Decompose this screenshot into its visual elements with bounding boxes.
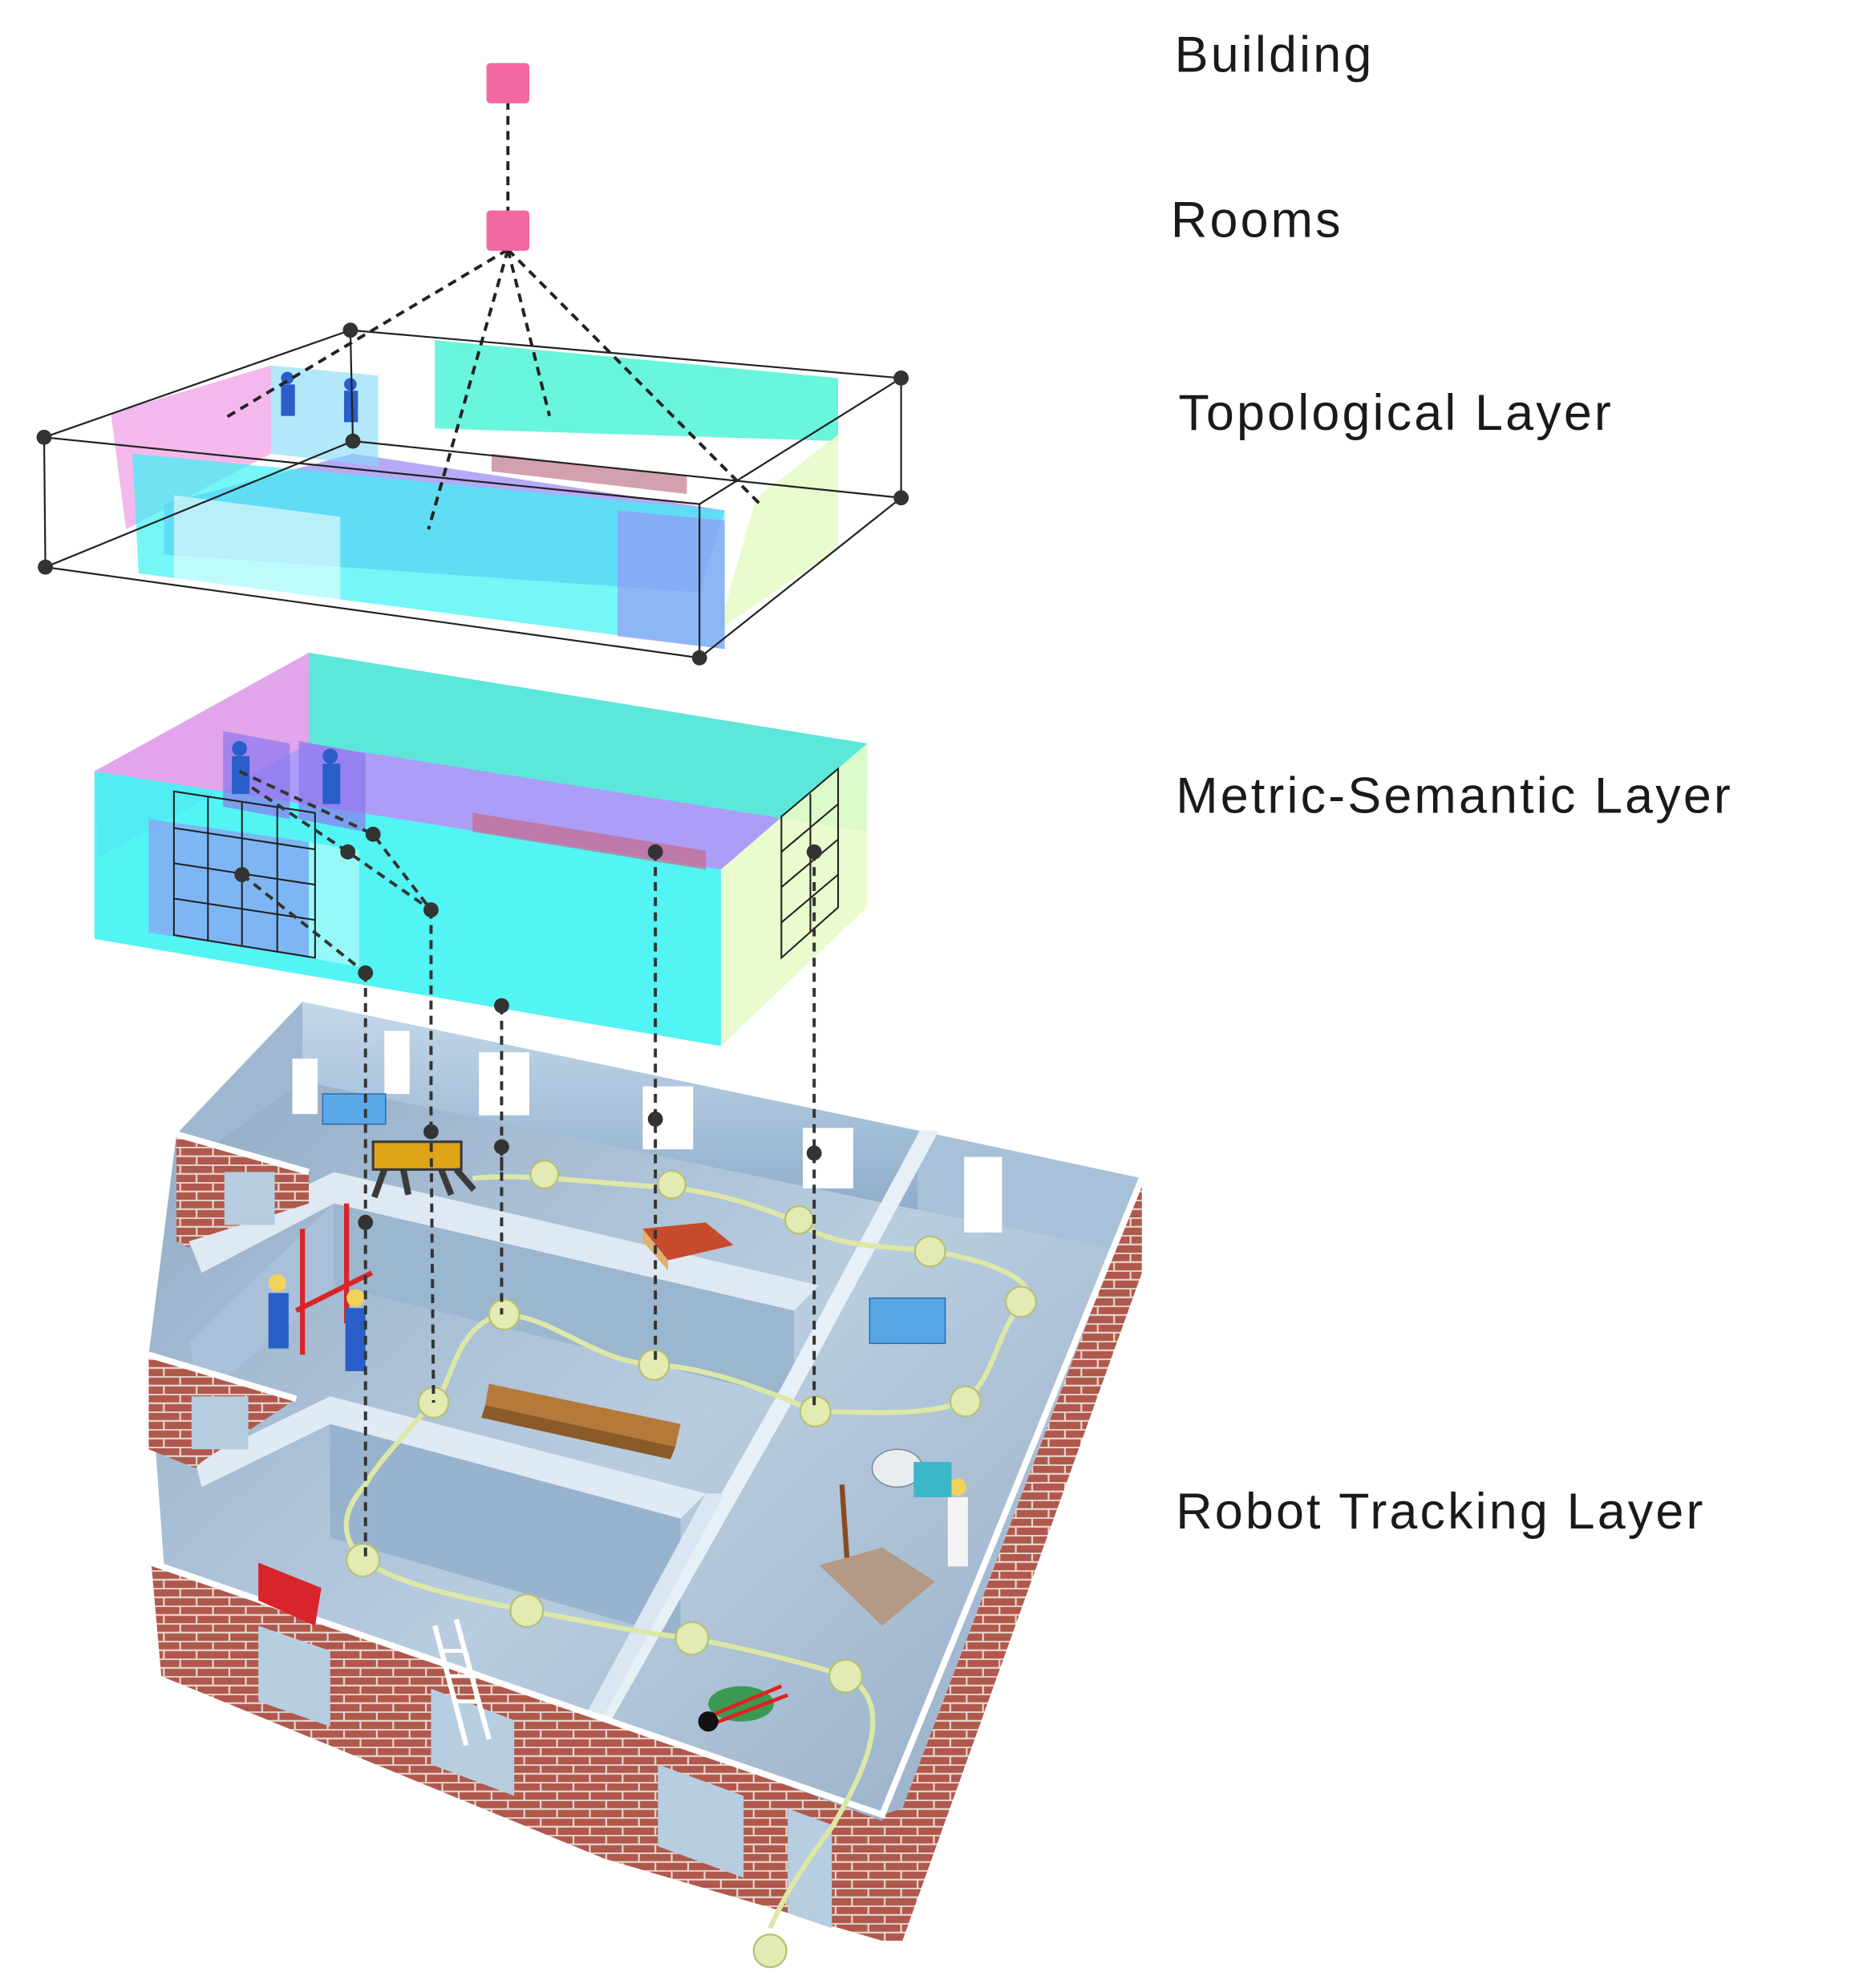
voxel-grid: [172, 767, 840, 960]
trajectory-node: [509, 1593, 545, 1628]
graph-node: [342, 322, 358, 338]
graph-node: [806, 844, 822, 860]
partition-wall: [330, 1423, 681, 1638]
brick-wall: [882, 1178, 1142, 1941]
trajectory-node: [913, 1235, 946, 1268]
window: [292, 1059, 318, 1115]
room-edges: [223, 100, 764, 530]
window: [258, 1626, 330, 1727]
building-node: [486, 63, 530, 103]
ms-back-wall: [309, 653, 868, 832]
ms-door-opening: [309, 841, 359, 967]
trajectory-node: [345, 1542, 381, 1578]
metric-semantic-layer: [94, 653, 868, 1561]
graph-node: [893, 490, 909, 506]
wall-top-edge: [175, 1131, 310, 1176]
window: [431, 1688, 515, 1796]
ladder-icon: [432, 1618, 492, 1747]
topo-right-wall: [718, 435, 839, 630]
trajectory-node: [1004, 1286, 1037, 1318]
topo-beam-object: [491, 453, 687, 495]
window: [479, 1052, 530, 1115]
partition-wall: [585, 1493, 725, 1715]
graph-node: [806, 1145, 822, 1161]
graph-node: [234, 867, 250, 883]
graph-node: [36, 429, 52, 445]
topo-back-wall: [435, 340, 839, 442]
topo-front-wall: [132, 453, 725, 650]
sand-pile-icon: [819, 1484, 936, 1626]
partition-wall: [188, 1172, 820, 1311]
topo-front-inner: [173, 495, 341, 615]
graph-node: [494, 1139, 509, 1155]
trajectory-node: [529, 1160, 560, 1190]
trajectory-node: [784, 1205, 814, 1235]
door: [788, 1808, 832, 1929]
partition-wall: [195, 1396, 707, 1519]
back-wall: [302, 1002, 918, 1210]
wall-top-edge: [150, 1176, 1145, 1819]
graph-node: [358, 965, 374, 981]
layer-label-rooms: Rooms: [1170, 192, 1343, 249]
worker-icon: [268, 1273, 968, 1567]
window: [964, 1156, 1002, 1233]
graph-node: [691, 650, 707, 666]
topo-bbox-nodes: [36, 322, 909, 666]
graph-node: [358, 1214, 374, 1230]
ms-front-inner: [148, 819, 310, 958]
graph-node: [647, 844, 663, 860]
wheelbarrow-icon: [698, 1684, 789, 1732]
robot-dog-icon: [371, 1140, 476, 1199]
layer-label-metric-semantic: Metric-Semantic Layer: [1176, 768, 1734, 824]
wall-top-edge: [148, 1351, 298, 1403]
pallet-icon: [322, 1093, 946, 1345]
topo-front-inner: [618, 510, 725, 650]
topological-layer: [36, 322, 909, 666]
graph-node: [38, 559, 54, 575]
partition-wall: [188, 1203, 334, 1399]
layer-label-topological: Topological Layer: [1178, 385, 1614, 442]
window: [191, 1396, 249, 1450]
worker-icon: [232, 741, 341, 804]
graph-node: [423, 902, 439, 918]
layer-label-building: Building: [1174, 27, 1375, 83]
trajectory-node: [828, 1658, 864, 1694]
graph-node: [365, 826, 381, 842]
window: [658, 1764, 744, 1878]
cement-mixer-icon: [871, 1448, 952, 1497]
left-wall-upper: [176, 1002, 303, 1172]
ms-graph-edges: [238, 769, 816, 1561]
beam-icon: [481, 1383, 681, 1460]
window: [384, 1030, 410, 1095]
graph-node: [893, 370, 909, 386]
trajectory-node: [657, 1169, 687, 1200]
trajectory-node: [488, 1298, 520, 1331]
trajectory-node: [674, 1621, 710, 1656]
trajectory-node: [752, 1933, 788, 1969]
graph-node: [647, 1111, 663, 1127]
partition-wall: [775, 1130, 939, 1399]
trajectory-node: [949, 1385, 982, 1418]
ms-beam-object: [472, 812, 707, 870]
ms-graph-nodes: [234, 826, 822, 1230]
graph-node: [494, 998, 509, 1014]
graph-node: [423, 1124, 439, 1140]
layer-label-robot-tracking: Robot Tracking Layer: [1176, 1484, 1706, 1541]
scaffold-icon: [258, 1203, 373, 1626]
ms-right-wall: [720, 743, 868, 1047]
robot-tracking-building: [148, 1002, 1145, 1969]
partition-wall: [334, 1203, 795, 1399]
trajectory-node: [638, 1348, 670, 1381]
graph-node: [345, 433, 361, 449]
room-node: [486, 210, 530, 251]
window: [224, 1172, 275, 1225]
graph-node: [340, 844, 356, 860]
